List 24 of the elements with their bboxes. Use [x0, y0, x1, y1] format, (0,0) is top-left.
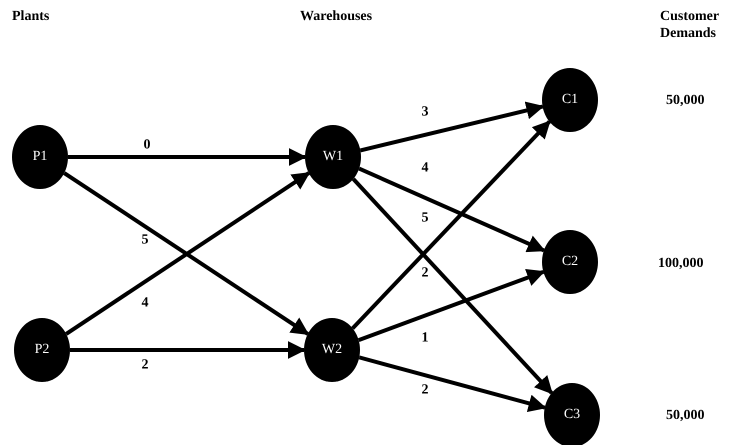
- node-circle: [304, 318, 360, 382]
- node-label: P1: [32, 149, 48, 165]
- arrow: [70, 341, 306, 359]
- arrow: [358, 269, 546, 342]
- node-circle: [544, 383, 600, 445]
- node-label: C3: [564, 407, 580, 423]
- arrow: [68, 148, 307, 166]
- demand-value: 100,000: [658, 255, 704, 272]
- column-heading: Customer Demands: [660, 8, 720, 42]
- column-heading: Plants: [12, 8, 50, 25]
- arrow: [360, 102, 544, 152]
- demand-value: 50,000: [666, 92, 706, 109]
- node-label: C1: [562, 92, 578, 108]
- node-label: W2: [322, 342, 342, 358]
- arrow: [352, 178, 554, 394]
- node-label: W1: [322, 149, 344, 165]
- column-heading: Warehouses: [300, 8, 374, 25]
- node-label: C2: [562, 254, 578, 270]
- node-circle: [305, 125, 361, 189]
- arrow: [351, 120, 551, 330]
- node-label: P2: [34, 342, 50, 358]
- arrow: [358, 355, 546, 412]
- arrow: [358, 166, 546, 252]
- demand-value: 50,000: [666, 407, 706, 424]
